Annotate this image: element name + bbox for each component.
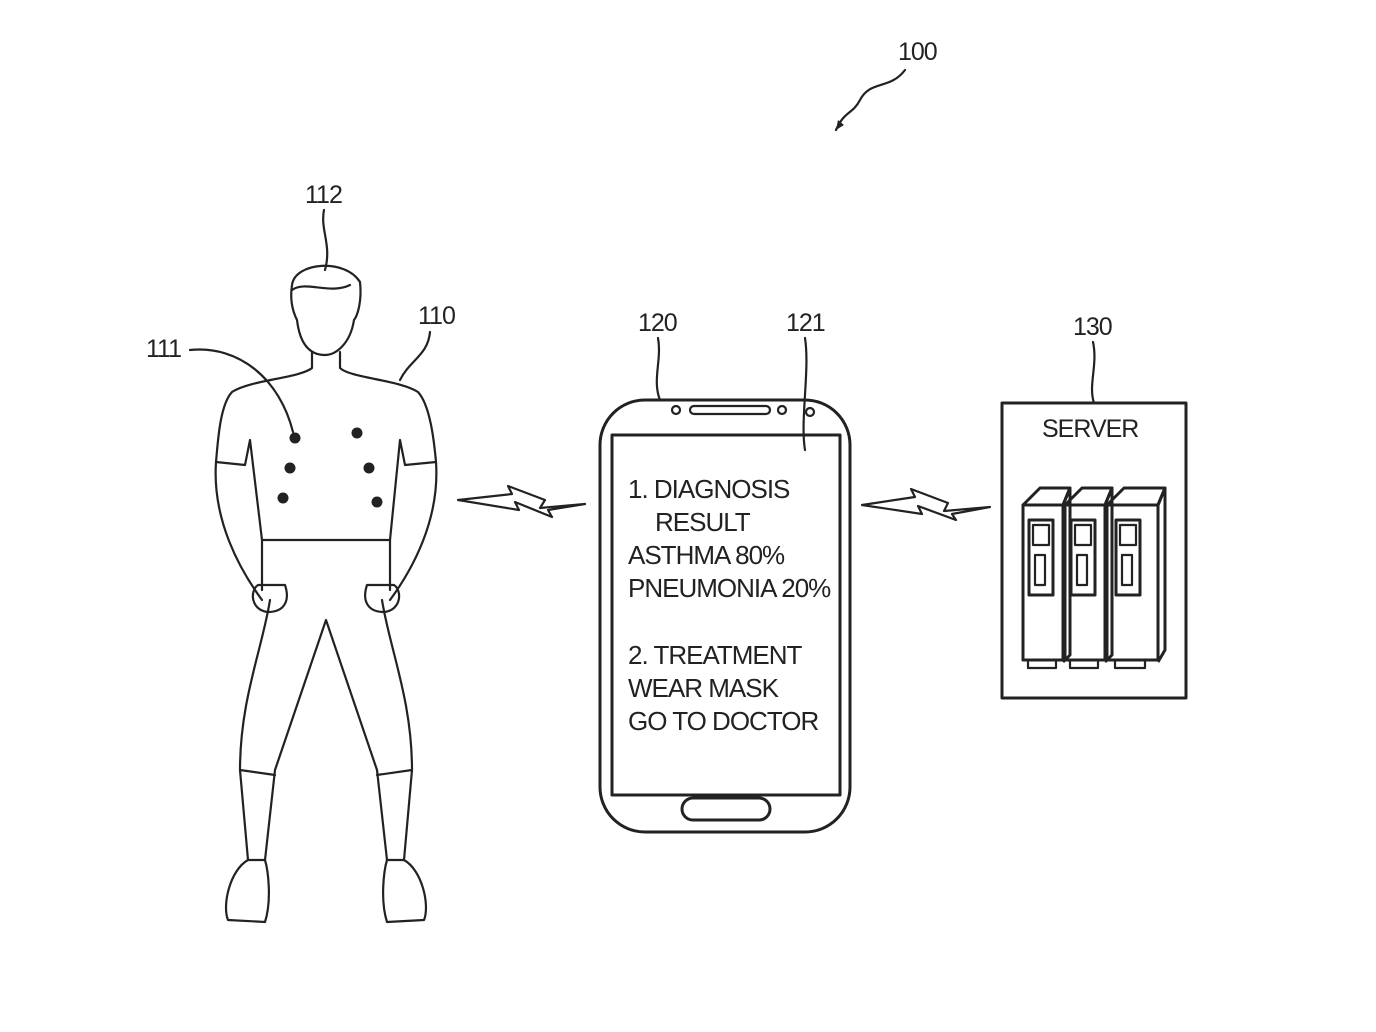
ref-112: 112 (305, 181, 342, 209)
leader-110 (398, 330, 432, 382)
sensor-dot (277, 492, 289, 504)
ref-111: 111 (146, 335, 181, 363)
screen-line: 1. DIAGNOSIS (628, 474, 790, 504)
leader-112 (322, 208, 329, 272)
screen-line: GO TO DOCTOR (628, 706, 818, 736)
leader-121 (802, 336, 808, 452)
server-title: SERVER (1042, 415, 1138, 443)
leader-100 (834, 68, 907, 132)
sensor-dots (277, 427, 383, 508)
leader-120 (655, 336, 662, 402)
ref-130: 130 (1073, 313, 1112, 341)
ref-110: 110 (418, 302, 455, 330)
server-rack-icon (1021, 486, 1167, 670)
sensor-dot (351, 427, 363, 439)
mobile-device: 1. DIAGNOSIS RESULT ASTHMA 80% PNEUMONIA… (598, 398, 852, 834)
arrow-head-icon (836, 120, 844, 130)
ref-121: 121 (786, 309, 825, 337)
camera-icon (804, 406, 816, 418)
speaker-icon (688, 404, 772, 416)
wireless-link-icon (456, 484, 587, 519)
ref-100: 100 (898, 38, 937, 66)
camera-icon (670, 404, 682, 416)
ref-120: 120 (638, 309, 677, 337)
screen-line: ASTHMA 80% (628, 540, 785, 570)
device-screen (610, 433, 842, 797)
sensor-dot (284, 462, 296, 474)
screen-line: RESULT (655, 507, 751, 537)
leader-111 (188, 348, 295, 434)
home-button (680, 796, 772, 822)
screen-line: WEAR MASK (628, 673, 780, 703)
screen-line: PNEUMONIA 20% (628, 573, 831, 603)
sensor-dot (289, 432, 301, 444)
sensor-dot (363, 462, 375, 474)
wireless-link-icon (860, 487, 992, 522)
server: SERVER (1000, 401, 1188, 700)
sensor-icon (776, 404, 788, 416)
user-figure (214, 264, 438, 924)
leader-130 (1090, 340, 1096, 405)
screen-line: 2. TREATMENT (628, 640, 803, 670)
sensor-dot (371, 496, 383, 508)
